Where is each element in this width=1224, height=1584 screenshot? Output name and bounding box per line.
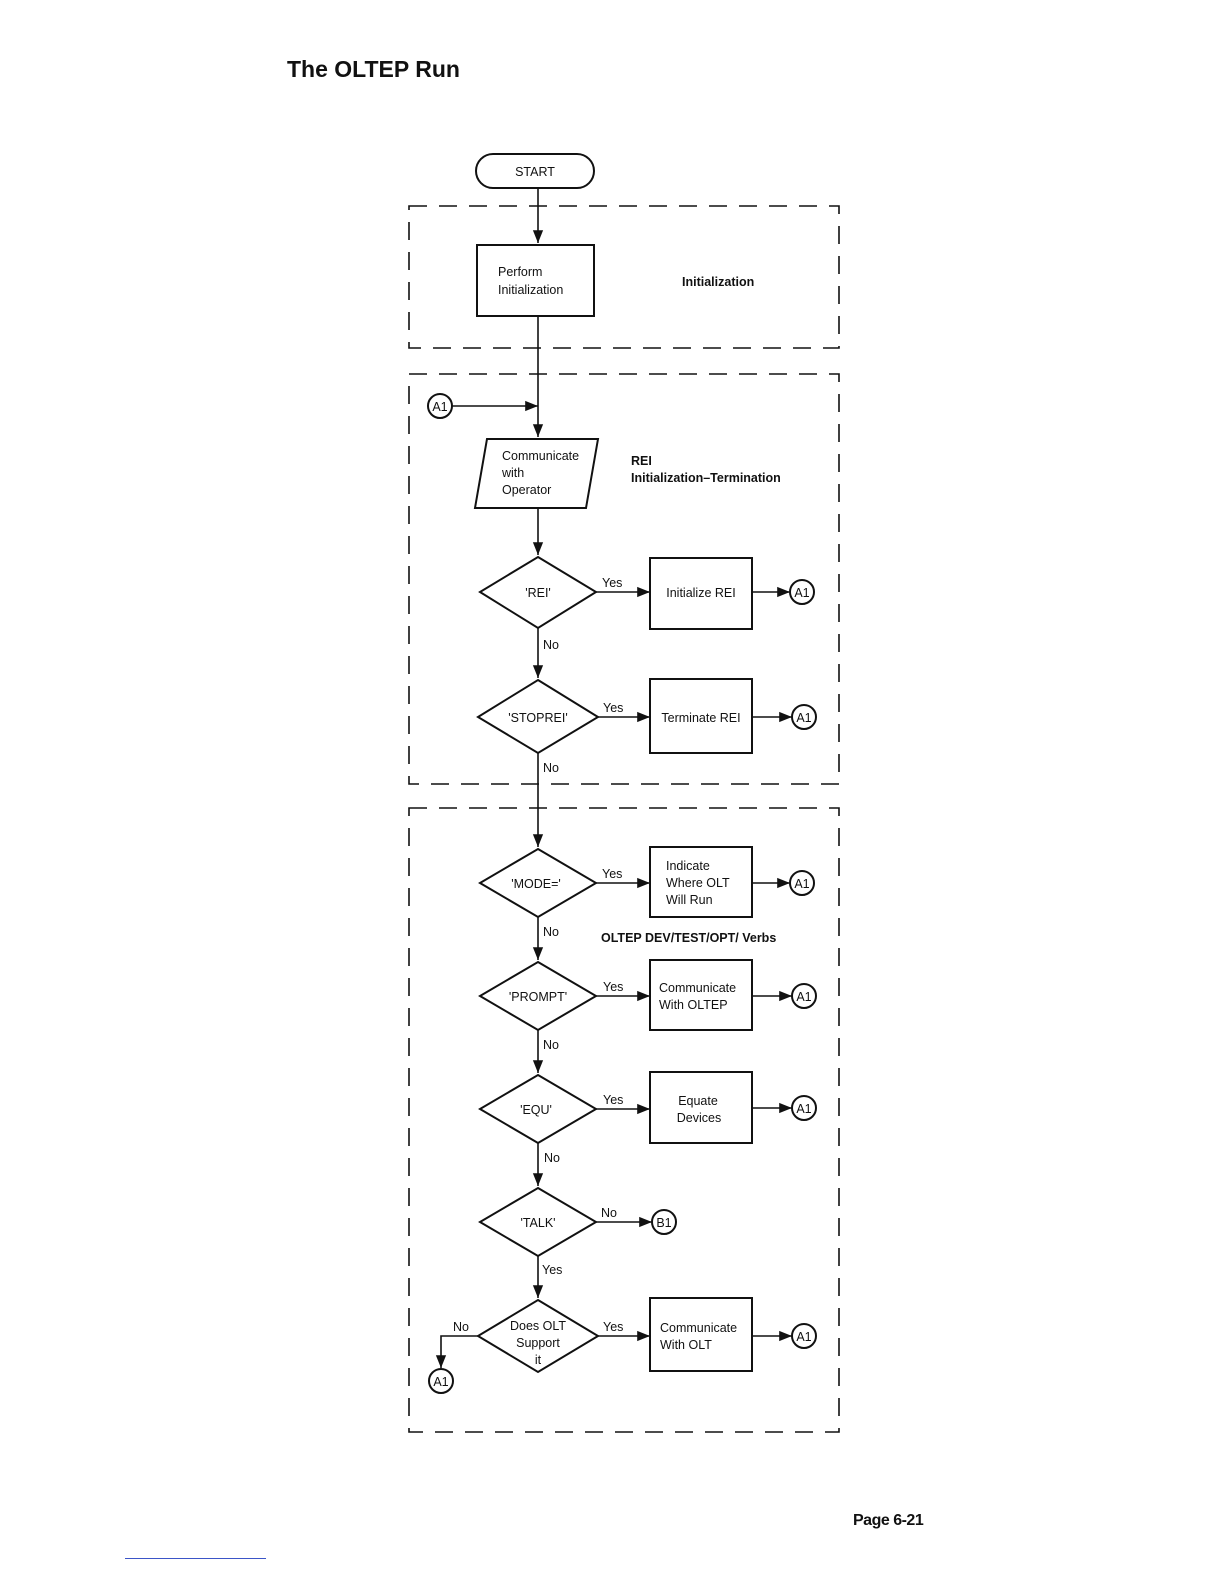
terminate-rei-label: Terminate REI [661, 711, 740, 725]
a1-connector [791, 1095, 817, 1121]
communicate-with-operator-line2: with [501, 466, 524, 480]
initialize-rei-box [649, 557, 753, 630]
equate-devices-line1: Equate [678, 1094, 718, 1108]
talk-yes-label: Yes [542, 1263, 562, 1277]
stoprei-no-label: No [543, 761, 559, 775]
mode-yes-label: Yes [602, 867, 622, 881]
terminate-rei-box [649, 678, 753, 754]
a1-connector-label: A1 [794, 586, 809, 600]
olt-support-line1: Does OLT [510, 1319, 566, 1333]
communicate-with-operator-line3: Operator [502, 483, 551, 497]
equ-decision-label: 'EQU' [520, 1103, 552, 1117]
rei-decision-label: 'REI' [525, 586, 551, 600]
olt-support-line3: it [535, 1353, 542, 1367]
indicate-line3: Will Run [666, 893, 713, 907]
stoprei-decision-label: 'STOPREI' [508, 711, 567, 725]
olt-support-decision [476, 1298, 600, 1374]
verbs-section-label: OLTEP DEV/TEST/OPT/ Verbs [601, 931, 776, 945]
rei-yes-label: Yes [602, 576, 622, 590]
mode-decision-label: 'MODE=' [511, 877, 561, 891]
page-title: The OLTEP Run [287, 56, 460, 82]
stoprei-decision [476, 678, 600, 755]
start-terminal [475, 153, 595, 189]
communicate-with-operator-io [473, 438, 600, 509]
equ-no-label: No [544, 1151, 560, 1165]
olt-support-yes-label: Yes [603, 1320, 623, 1334]
a1-connector [428, 1368, 454, 1394]
talk-no-label: No [601, 1206, 617, 1220]
verbs-section-frame [408, 807, 840, 1433]
talk-decision-label: 'TALK' [520, 1216, 555, 1230]
rei-decision [478, 555, 598, 630]
initialize-rei-label: Initialize REI [666, 586, 735, 600]
b1-connector [651, 1209, 677, 1235]
communicate-with-oltep-line1: Communicate [659, 981, 736, 995]
prompt-decision [478, 960, 598, 1032]
indicate-line2: Where OLT [666, 876, 730, 890]
mode-no-label: No [543, 925, 559, 939]
communicate-with-olt-line2: With OLT [660, 1338, 712, 1352]
a1-connector [789, 870, 815, 896]
prompt-yes-label: Yes [603, 980, 623, 994]
a1-connector [789, 579, 815, 605]
prompt-no-label: No [543, 1038, 559, 1052]
rei-section-sublabel: Initialization–Termination [631, 471, 781, 485]
a1-connector-label: A1 [794, 877, 809, 891]
talk-decision [478, 1186, 598, 1258]
olt-support-no-label: No [453, 1320, 469, 1334]
a1-connector-label: A1 [796, 1330, 811, 1344]
indicate-where-olt-will-run-box [649, 846, 753, 918]
indicate-line1: Indicate [666, 859, 710, 873]
mode-decision [478, 847, 598, 919]
a1-connector-label: A1 [796, 711, 811, 725]
initialization-section-label: Initialization [682, 275, 754, 289]
equ-yes-label: Yes [603, 1093, 623, 1107]
a1-connector [791, 983, 817, 1009]
communicate-with-operator-line1: Communicate [502, 449, 579, 463]
start-label: START [515, 165, 555, 179]
rei-section-label: REI [631, 454, 652, 468]
a1-connector-label: A1 [796, 990, 811, 1004]
perform-initialization-line2: Initialization [498, 283, 563, 297]
initialization-section-frame [408, 205, 840, 349]
a1-connector [791, 1323, 817, 1349]
stoprei-yes-label: Yes [603, 701, 623, 715]
b1-connector-label: B1 [656, 1216, 671, 1230]
footer-rule [125, 1558, 266, 1559]
page-number: Page 6-21 [853, 1512, 924, 1529]
communicate-with-oltep-line2: With OLTEP [659, 998, 728, 1012]
a1-connector [791, 704, 817, 730]
olt-support-line2: Support [516, 1336, 560, 1350]
perform-initialization-box [476, 244, 595, 317]
perform-initialization-line1: Perform [498, 265, 542, 279]
equ-decision [478, 1073, 598, 1145]
a1-connector-label: A1 [433, 1375, 448, 1389]
rei-section-frame [408, 373, 840, 785]
communicate-with-oltep-box [649, 959, 753, 1031]
prompt-decision-label: 'PROMPT' [509, 990, 567, 1004]
communicate-with-olt-box [649, 1297, 753, 1372]
rei-no-label: No [543, 638, 559, 652]
communicate-with-olt-line1: Communicate [660, 1321, 737, 1335]
a1-entry-label: A1 [432, 400, 447, 414]
equate-devices-line2: Devices [677, 1111, 721, 1125]
a1-connector-label: A1 [796, 1102, 811, 1116]
